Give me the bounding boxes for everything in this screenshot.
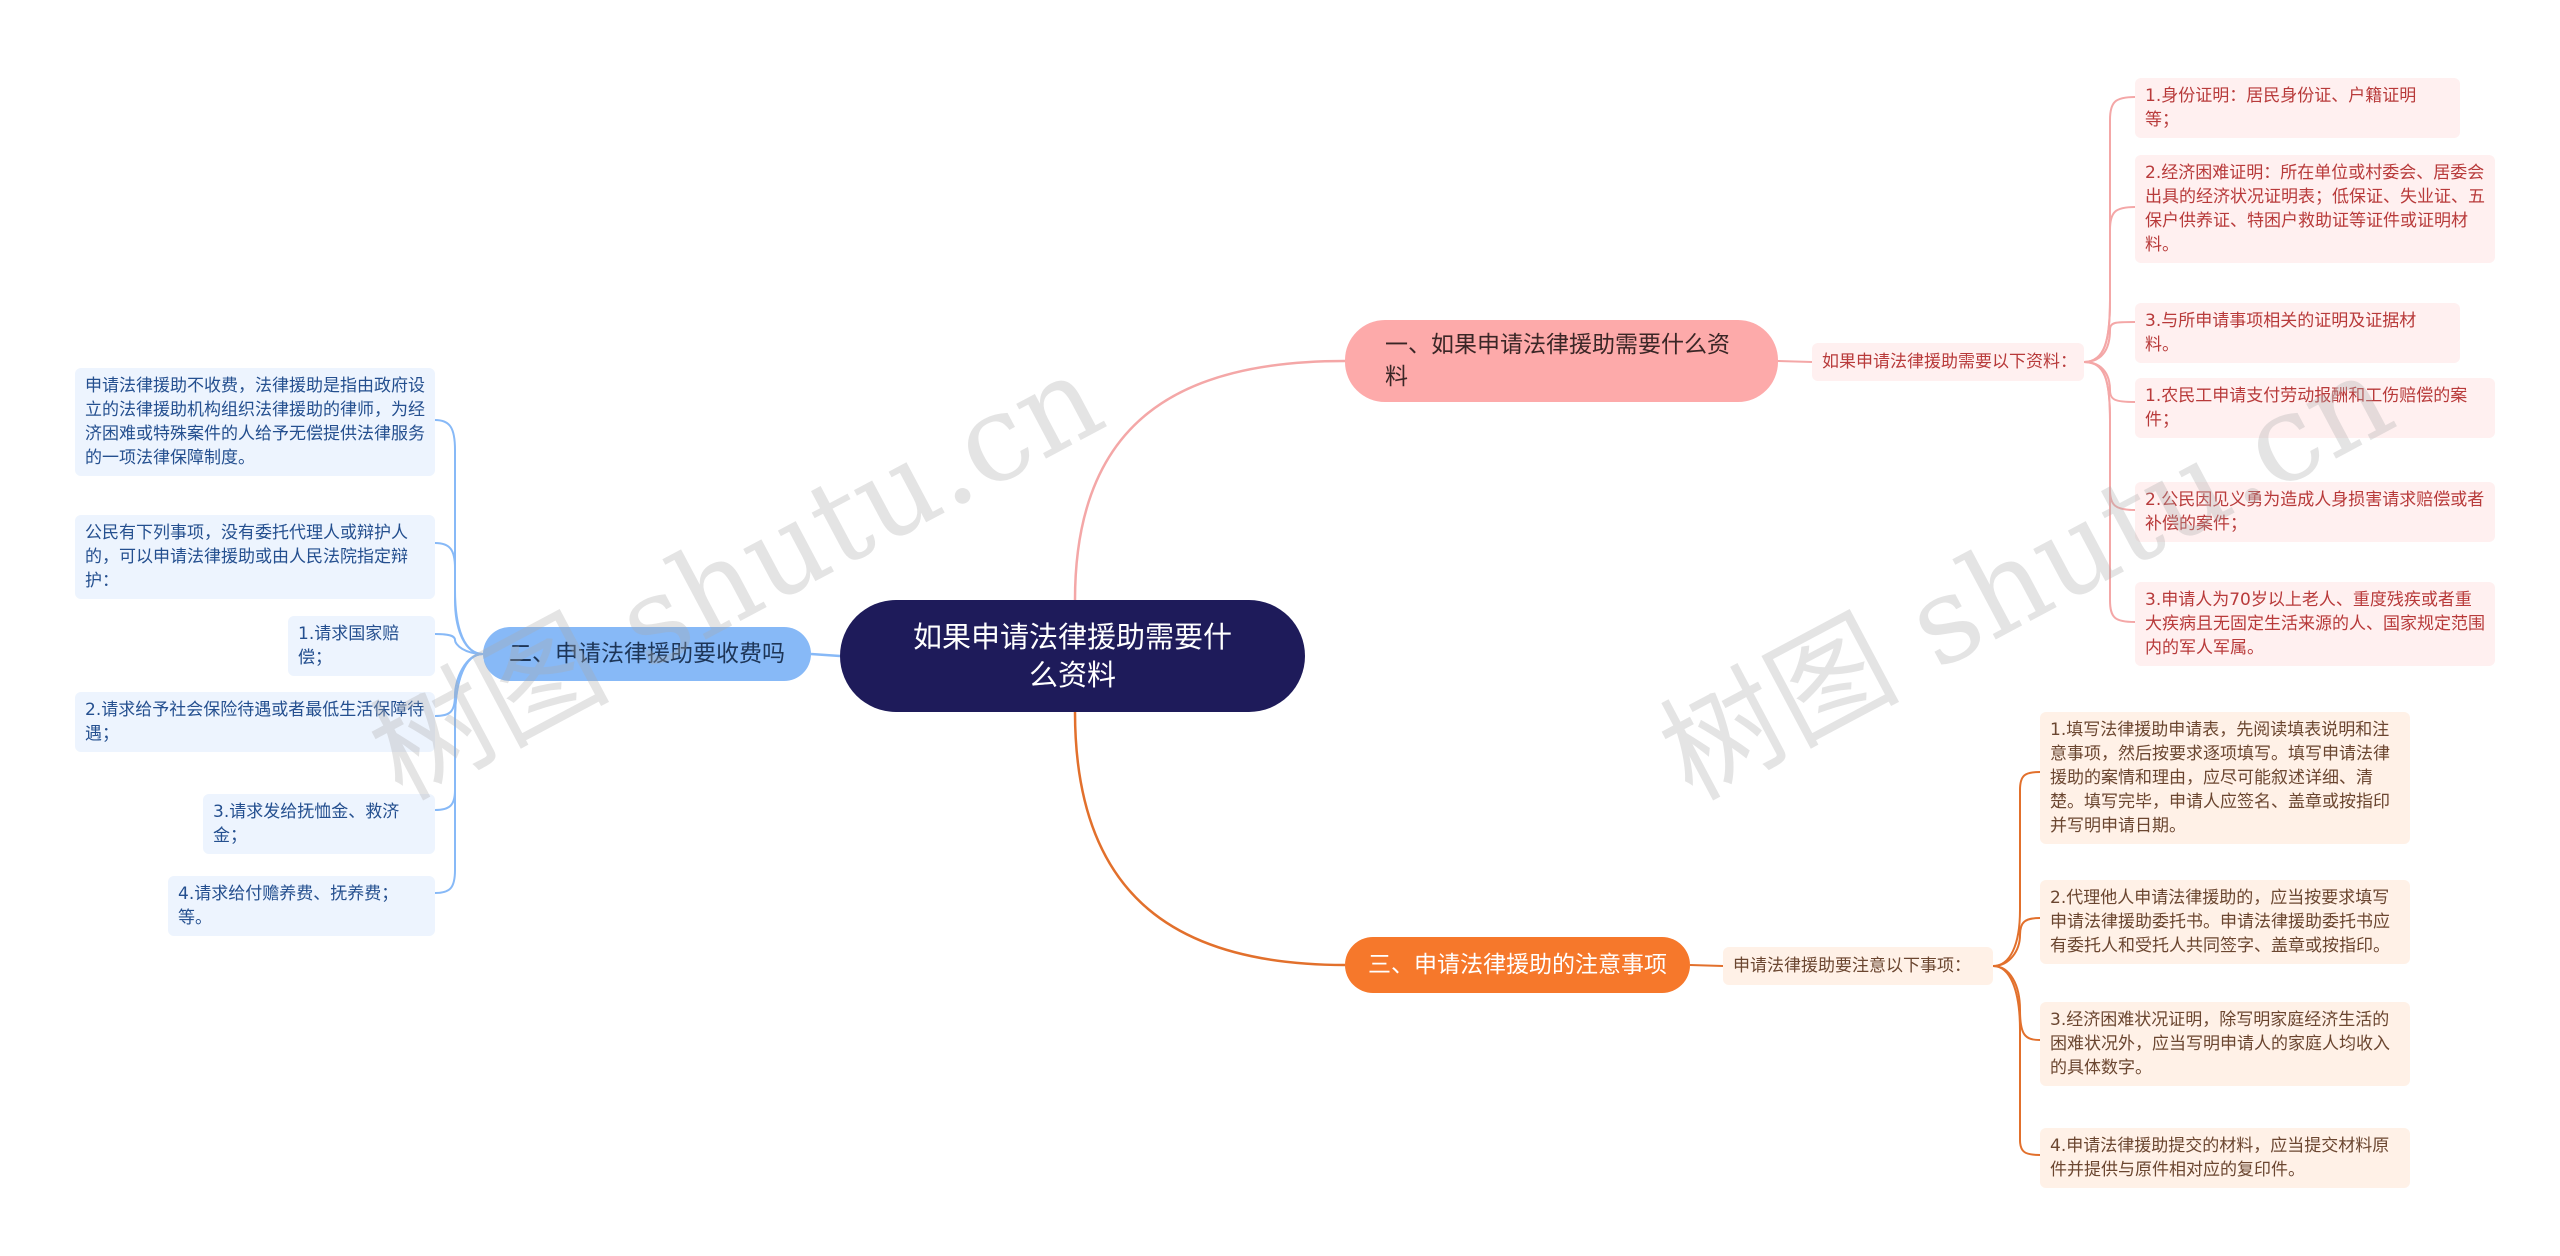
leaf-fees-4[interactable]: 2.请求给予社会保险待遇或者最低生活保障待遇；: [75, 692, 435, 752]
leaf-text: 3.与所申请事项相关的证明及证据材料。: [2145, 311, 2417, 355]
leaf-text: 1.填写法律援助申请表，先阅读填表说明和注意事项，然后按要求逐项填写。填写申请法…: [2050, 720, 2390, 836]
leaf-text: 申请法律援助不收费，法律援助是指由政府设立的法律援助机构组织法律援助的律师，为经…: [85, 376, 425, 468]
leaf-text: 1.农民工申请支付劳动报酬和工伤赔偿的案件；: [2145, 386, 2468, 430]
leaf-materials-2[interactable]: 2.经济困难证明：所在单位或村委会、居委会出具的经济状况证明表；低保证、失业证、…: [2135, 155, 2495, 263]
branch-fees-label: 二、申请法律援助要收费吗: [509, 641, 785, 667]
links-branch3-leaves: [1992, 771, 2041, 1156]
leaf-fees-2[interactable]: 公民有下列事项，没有委托代理人或辩护人的，可以申请法律援助或由人民法院指定辩护：: [75, 515, 435, 599]
leaf-fees-5[interactable]: 3.请求发给抚恤金、救济金；: [203, 794, 435, 854]
leaf-materials-5[interactable]: 2.公民因见义勇为造成人身损害请求赔偿或者补偿的案件；: [2135, 482, 2495, 542]
leaf-fees-6[interactable]: 4.请求给付赡养费、抚养费；等。: [168, 876, 435, 936]
branch-required-materials[interactable]: 一、如果申请法律援助需要什么资料: [1345, 320, 1778, 402]
leaf-notes-2[interactable]: 2.代理他人申请法律援助的，应当按要求填写申请法律援助委托书。申请法律援助委托书…: [2040, 880, 2410, 964]
link-root-branch2: [810, 652, 841, 658]
leaf-materials-1[interactable]: 1.身份证明：居民身份证、户籍证明等；: [2135, 78, 2460, 138]
leaf-text: 2.经济困难证明：所在单位或村委会、居委会出具的经济状况证明表；低保证、失业证、…: [2145, 163, 2485, 255]
root-topic[interactable]: 如果申请法律援助需要什么资料: [840, 600, 1305, 712]
branch-notes-label: 三、申请法律援助的注意事项: [1368, 952, 1667, 978]
link-branch3-mid: [1689, 964, 1724, 967]
subtopic-required-materials[interactable]: 如果申请法律援助需要以下资料：: [1812, 343, 2084, 381]
link-root-branch1: [1073, 359, 1346, 601]
link-branch1-mid: [1777, 360, 1813, 363]
leaf-text: 2.公民因见义勇为造成人身损害请求赔偿或者补偿的案件；: [2145, 490, 2485, 534]
leaf-text: 1.身份证明：居民身份证、户籍证明等；: [2145, 86, 2417, 130]
subtopic-notes[interactable]: 申请法律援助要注意以下事项：: [1723, 947, 1993, 985]
leaf-text: 3.申请人为70岁以上老人、重度残疾或者重大疾病且无固定生活来源的人、国家规定范…: [2145, 590, 2485, 658]
leaf-materials-4[interactable]: 1.农民工申请支付劳动报酬和工伤赔偿的案件；: [2135, 378, 2495, 438]
root-topic-label: 如果申请法律援助需要什么资料: [912, 620, 1232, 692]
leaf-text: 3.请求发给抚恤金、救济金；: [213, 802, 400, 846]
leaf-notes-1[interactable]: 1.填写法律援助申请表，先阅读填表说明和注意事项，然后按要求逐项填写。填写申请法…: [2040, 712, 2410, 844]
subtopic-required-materials-label: 如果申请法律援助需要以下资料：: [1822, 352, 2077, 372]
leaf-notes-4[interactable]: 4.申请法律援助提交的材料，应当提交材料原件并提供与原件相对应的复印件。: [2040, 1128, 2410, 1188]
subtopic-notes-label: 申请法律援助要注意以下事项：: [1733, 956, 1971, 976]
links-branch2-leaves: [434, 419, 484, 894]
leaf-text: 3.经济困难状况证明，除写明家庭经济生活的困难状况外，应当写明申请人的家庭人均收…: [2050, 1010, 2390, 1078]
leaf-fees-3[interactable]: 1.请求国家赔偿；: [288, 616, 435, 676]
leaf-text: 2.代理他人申请法律援助的，应当按要求填写申请法律援助委托书。申请法律援助委托书…: [2050, 888, 2390, 956]
leaf-text: 2.请求给予社会保险待遇或者最低生活保障待遇；: [85, 700, 425, 744]
link-root-branch3: [1073, 711, 1346, 967]
links-branch1-leaves: [2083, 96, 2136, 623]
branch-notes[interactable]: 三、申请法律援助的注意事项: [1345, 937, 1690, 993]
leaf-materials-3[interactable]: 3.与所申请事项相关的证明及证据材料。: [2135, 303, 2460, 363]
leaf-materials-6[interactable]: 3.申请人为70岁以上老人、重度残疾或者重大疾病且无固定生活来源的人、国家规定范…: [2135, 582, 2495, 666]
leaf-text: 4.申请法律援助提交的材料，应当提交材料原件并提供与原件相对应的复印件。: [2050, 1136, 2390, 1180]
leaf-notes-3[interactable]: 3.经济困难状况证明，除写明家庭经济生活的困难状况外，应当写明申请人的家庭人均收…: [2040, 1002, 2410, 1086]
leaf-text: 4.请求给付赡养费、抚养费；等。: [178, 884, 399, 928]
branch-fees[interactable]: 二、申请法律援助要收费吗: [483, 627, 811, 681]
leaf-fees-1[interactable]: 申请法律援助不收费，法律援助是指由政府设立的法律援助机构组织法律援助的律师，为经…: [75, 368, 435, 476]
leaf-text: 1.请求国家赔偿；: [298, 624, 400, 668]
leaf-text: 公民有下列事项，没有委托代理人或辩护人的，可以申请法律援助或由人民法院指定辩护：: [85, 523, 408, 591]
branch-required-materials-label: 一、如果申请法律援助需要什么资料: [1385, 332, 1730, 390]
